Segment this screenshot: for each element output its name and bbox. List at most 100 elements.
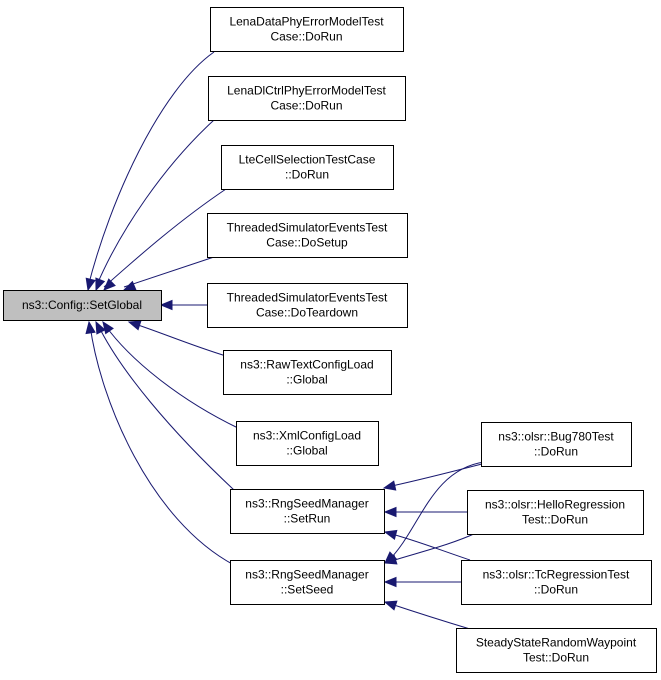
node-box[interactable] [456,628,657,673]
arrowhead-icon [382,480,397,491]
arrowhead-icon [85,277,96,292]
node-label-line: ns3::RngSeedManager [245,497,368,511]
edge-line [131,322,227,357]
node-box[interactable] [223,350,392,395]
node-label-line: LteCellSelectionTestCase [239,153,376,167]
node-box[interactable] [3,290,162,321]
arrowhead-icon [383,576,397,588]
node-label-line: ::DoRun [285,168,329,182]
node-rawtext[interactable]: ns3::RawTextConfigLoad::Global [223,350,392,395]
edge-lenadlctrl-to-setglobal [95,119,215,292]
arrowhead-icon [95,320,106,335]
edge-line [87,51,215,288]
arrowhead-icon [383,554,398,565]
edge-rawtext-to-setglobal [127,320,227,357]
node-label-line: LenaDlCtrlPhyErrorModelTest [227,84,386,98]
node-box[interactable] [208,76,406,121]
node-label-line: ::Global [286,373,327,387]
edge-line [95,119,215,288]
node-box[interactable] [221,145,394,190]
node-label-line: ::Global [286,444,327,458]
node-label-line: Case::DoRun [270,99,342,113]
node-box[interactable] [230,489,385,534]
node-setglobal[interactable]: ns3::Config::SetGlobal [3,290,162,321]
edges-layer [85,51,485,630]
nodes-layer: ns3::Config::SetGlobal LenaDataPhyErrorMo… [3,7,657,673]
arrowhead-icon [127,320,142,331]
edge-xmlconfig-to-setglobal [102,320,239,429]
edge-line [387,532,477,563]
node-label-line: ThreadedSimulatorEventsTest [227,291,388,305]
node-label-line: ::DoRun [534,583,578,597]
edge-bug780-to-setrun [382,463,483,491]
edge-line [89,324,235,566]
edge-line [103,188,227,288]
arrowhead-icon [122,280,137,291]
node-label-line: ns3::olsr::Bug780Test [498,430,614,444]
node-setseed[interactable]: ns3::RngSeedManager::SetSeed [230,560,385,605]
arrowhead-icon [159,299,173,311]
node-label-line: ns3::XmlConfigLoad [253,429,361,443]
arrowhead-icon [85,320,96,335]
node-label-line: ns3::olsr::TcRegressionTest [483,568,630,582]
node-label-line: ThreadedSimulatorEventsTest [227,221,388,235]
edge-hello-to-setrun [383,506,467,518]
node-box[interactable] [230,560,385,605]
arrowhead-icon [383,506,397,518]
node-label-line: ns3::Config::SetGlobal [22,298,142,312]
node-box[interactable] [236,421,379,466]
edge-tcreg-to-setrun [383,529,471,561]
node-label-line: Test::DoRun [523,651,589,665]
node-ltecell[interactable]: LteCellSelectionTestCase::DoRun [221,145,394,190]
node-label-line: Case::DoSetup [266,236,348,250]
node-label-line: Case::DoRun [270,30,342,44]
node-label-line: ns3::olsr::HelloRegression [485,498,625,512]
node-label-line: ns3::RngSeedManager [245,568,368,582]
node-box[interactable] [461,560,652,605]
edge-tcreg-to-setseed [383,576,461,588]
edge-steady-to-setseed [383,600,471,630]
arrowhead-icon [383,600,398,611]
edge-line [104,324,239,429]
node-label-line: LenaDataPhyErrorModelTest [229,15,384,29]
arrowhead-icon [103,278,116,291]
node-label-line: ::SetSeed [281,583,334,597]
node-tcreg[interactable]: ns3::olsr::TcRegressionTest::DoRun [461,560,652,605]
node-label-line: ::DoRun [534,445,578,459]
node-setrun[interactable]: ns3::RngSeedManager::SetRun [230,489,385,534]
edge-hello-to-setseed [383,532,477,565]
node-label-line: SteadyStateRandomWaypoint [476,636,637,650]
node-box[interactable] [481,422,632,467]
node-threadedteardown[interactable]: ThreadedSimulatorEventsTestCase::DoTeard… [207,283,408,328]
node-box[interactable] [207,283,408,328]
node-box[interactable] [207,213,408,258]
node-label-line: Case::DoTeardown [256,306,358,320]
edge-setseed-to-setglobal [85,320,235,566]
node-label-line: ::SetRun [284,512,331,526]
node-label-line: Test::DoRun [522,513,588,527]
arrowhead-icon [102,320,114,335]
arrowhead-icon [95,277,106,292]
node-label-line: ns3::RawTextConfigLoad [240,358,373,372]
edge-line [387,461,485,562]
edge-line [386,463,483,488]
node-box[interactable] [210,7,404,52]
edge-setrun-to-setglobal [95,320,235,491]
node-bug780[interactable]: ns3::olsr::Bug780Test::DoRun [481,422,632,467]
edge-line [97,324,235,491]
edge-threadedsetup-to-setglobal [122,256,215,291]
edge-line [123,256,215,288]
arrowhead-icon [383,529,398,541]
edge-lenadata-to-setglobal [85,51,215,292]
edge-line [387,602,471,630]
edge-ltecell-to-setglobal [103,188,227,291]
node-xmlconfig[interactable]: ns3::XmlConfigLoad::Global [236,421,379,466]
node-box[interactable] [467,490,644,535]
edge-threadedteardown-to-setglobal [159,299,207,311]
